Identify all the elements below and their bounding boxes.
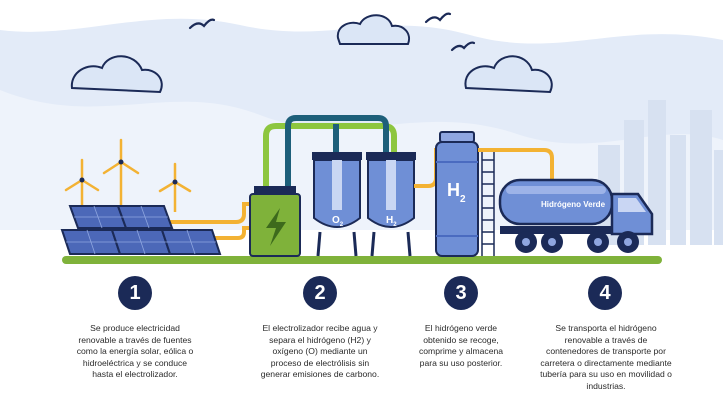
cloud-icon <box>464 55 553 94</box>
truck-label: Hidrógeno Verde <box>541 200 606 209</box>
ladder <box>481 150 495 256</box>
bird-icon <box>188 12 476 52</box>
wind-turbine-icon <box>158 162 192 212</box>
step-4-description: Se transporta el hidrógeno renovable a t… <box>540 323 672 391</box>
step-2-badge: 2 <box>303 276 337 310</box>
wind-turbine-icon <box>102 138 140 210</box>
tanker-truck-icon <box>498 178 654 253</box>
hydrogen-small-label: H2 <box>386 215 397 228</box>
cloud-icon <box>336 14 410 45</box>
water-pipe <box>263 123 397 194</box>
step-3-badge: 3 <box>444 276 478 310</box>
step-4-badge: 4 <box>588 276 622 310</box>
power-cable <box>150 202 254 224</box>
hydrogen-tank-label: H2 <box>447 180 466 205</box>
step-2-description: El electrolizador recibe agua y separa e… <box>260 323 380 379</box>
step-1-badge: 1 <box>118 276 152 310</box>
cloud-icon <box>70 55 163 94</box>
solar-panel-icon <box>60 205 222 255</box>
gas-pipe <box>285 115 389 194</box>
step-1-description: Se produce electricidad renovable a trav… <box>76 323 194 379</box>
hydrogen-tank-icon <box>366 152 416 257</box>
storage-tank-icon <box>435 131 479 257</box>
hydrogen-pipe <box>478 148 554 180</box>
ground-line <box>62 256 662 264</box>
oxygen-tank-icon <box>312 152 362 257</box>
oxygen-label: O2 <box>332 215 344 228</box>
power-cable <box>200 226 254 240</box>
step-3-description: El hidrógeno verde obtenido se recoge, c… <box>418 323 504 368</box>
electrolyzer-battery-icon <box>249 186 301 257</box>
